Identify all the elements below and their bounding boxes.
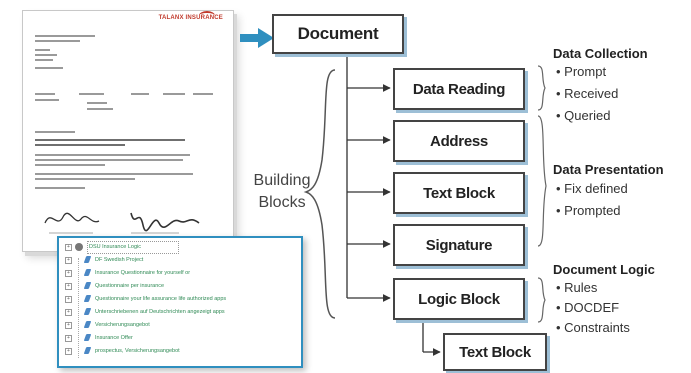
expand-icon[interactable]: + xyxy=(65,348,72,355)
document-box: Document xyxy=(272,14,404,54)
expand-icon[interactable]: + xyxy=(65,322,72,329)
bullet-item: • DOCDEF xyxy=(556,300,620,315)
block-signature: Signature xyxy=(393,224,525,266)
gear-icon xyxy=(75,243,83,251)
block-data-reading: Data Reading xyxy=(393,68,525,110)
bullet-item: • Queried xyxy=(556,108,611,123)
bullet-item: • Received xyxy=(556,86,619,101)
expand-icon[interactable]: + xyxy=(65,270,72,277)
expand-icon[interactable]: + xyxy=(65,296,72,303)
sub-block-text-block: Text Block xyxy=(443,333,547,371)
block-text-block: Text Block xyxy=(393,172,525,214)
bullet-item: • Prompt xyxy=(556,64,607,79)
document-preview: TALANX INSURANCE xyxy=(22,10,234,252)
tree-row[interactable]: + DSU Insurance Logic xyxy=(59,241,297,254)
expand-icon[interactable]: + xyxy=(65,244,72,251)
logic-tree-panel: + DSU Insurance Logic + DF Swedish Proje… xyxy=(57,236,303,368)
section-title-document-logic: Document Logic xyxy=(553,262,655,277)
bullet-item: • Constraints xyxy=(556,320,630,335)
section-title-data-presentation: Data Presentation xyxy=(553,162,664,177)
tree-row[interactable]: + Versicherungsangebot xyxy=(59,319,297,331)
tree-row[interactable]: + Questionnaire per insurance xyxy=(59,280,297,292)
tree-row[interactable]: + prospectus, Versicherungsangebot xyxy=(59,345,297,357)
expand-icon[interactable]: + xyxy=(65,309,72,316)
arrow-icon xyxy=(240,28,274,48)
expand-icon[interactable]: + xyxy=(65,335,72,342)
tree-row[interactable]: + DF Swedish Project xyxy=(59,254,297,266)
bullet-item: • Prompted xyxy=(556,203,621,218)
expand-icon[interactable]: + xyxy=(65,283,72,290)
company-logo: TALANX INSURANCE xyxy=(159,11,223,21)
tree-row[interactable]: + Questionnaire your life assurance life… xyxy=(59,293,297,305)
bullet-item: • Rules xyxy=(556,280,598,295)
bullet-item: • Fix defined xyxy=(556,181,628,196)
tree-row[interactable]: + Unterschriebenen auf Deutschrichten an… xyxy=(59,306,297,318)
expand-icon[interactable]: + xyxy=(65,257,72,264)
block-logic-block: Logic Block xyxy=(393,278,525,320)
signature-image xyxy=(44,212,200,234)
tree-row[interactable]: + Insurance Offer xyxy=(59,332,297,344)
tree-row[interactable]: + Insurance Questionnaire for yourself o… xyxy=(59,267,297,279)
block-address: Address xyxy=(393,120,525,162)
section-title-data-collection: Data Collection xyxy=(553,46,648,61)
building-blocks-label: Building Blocks xyxy=(253,172,311,211)
